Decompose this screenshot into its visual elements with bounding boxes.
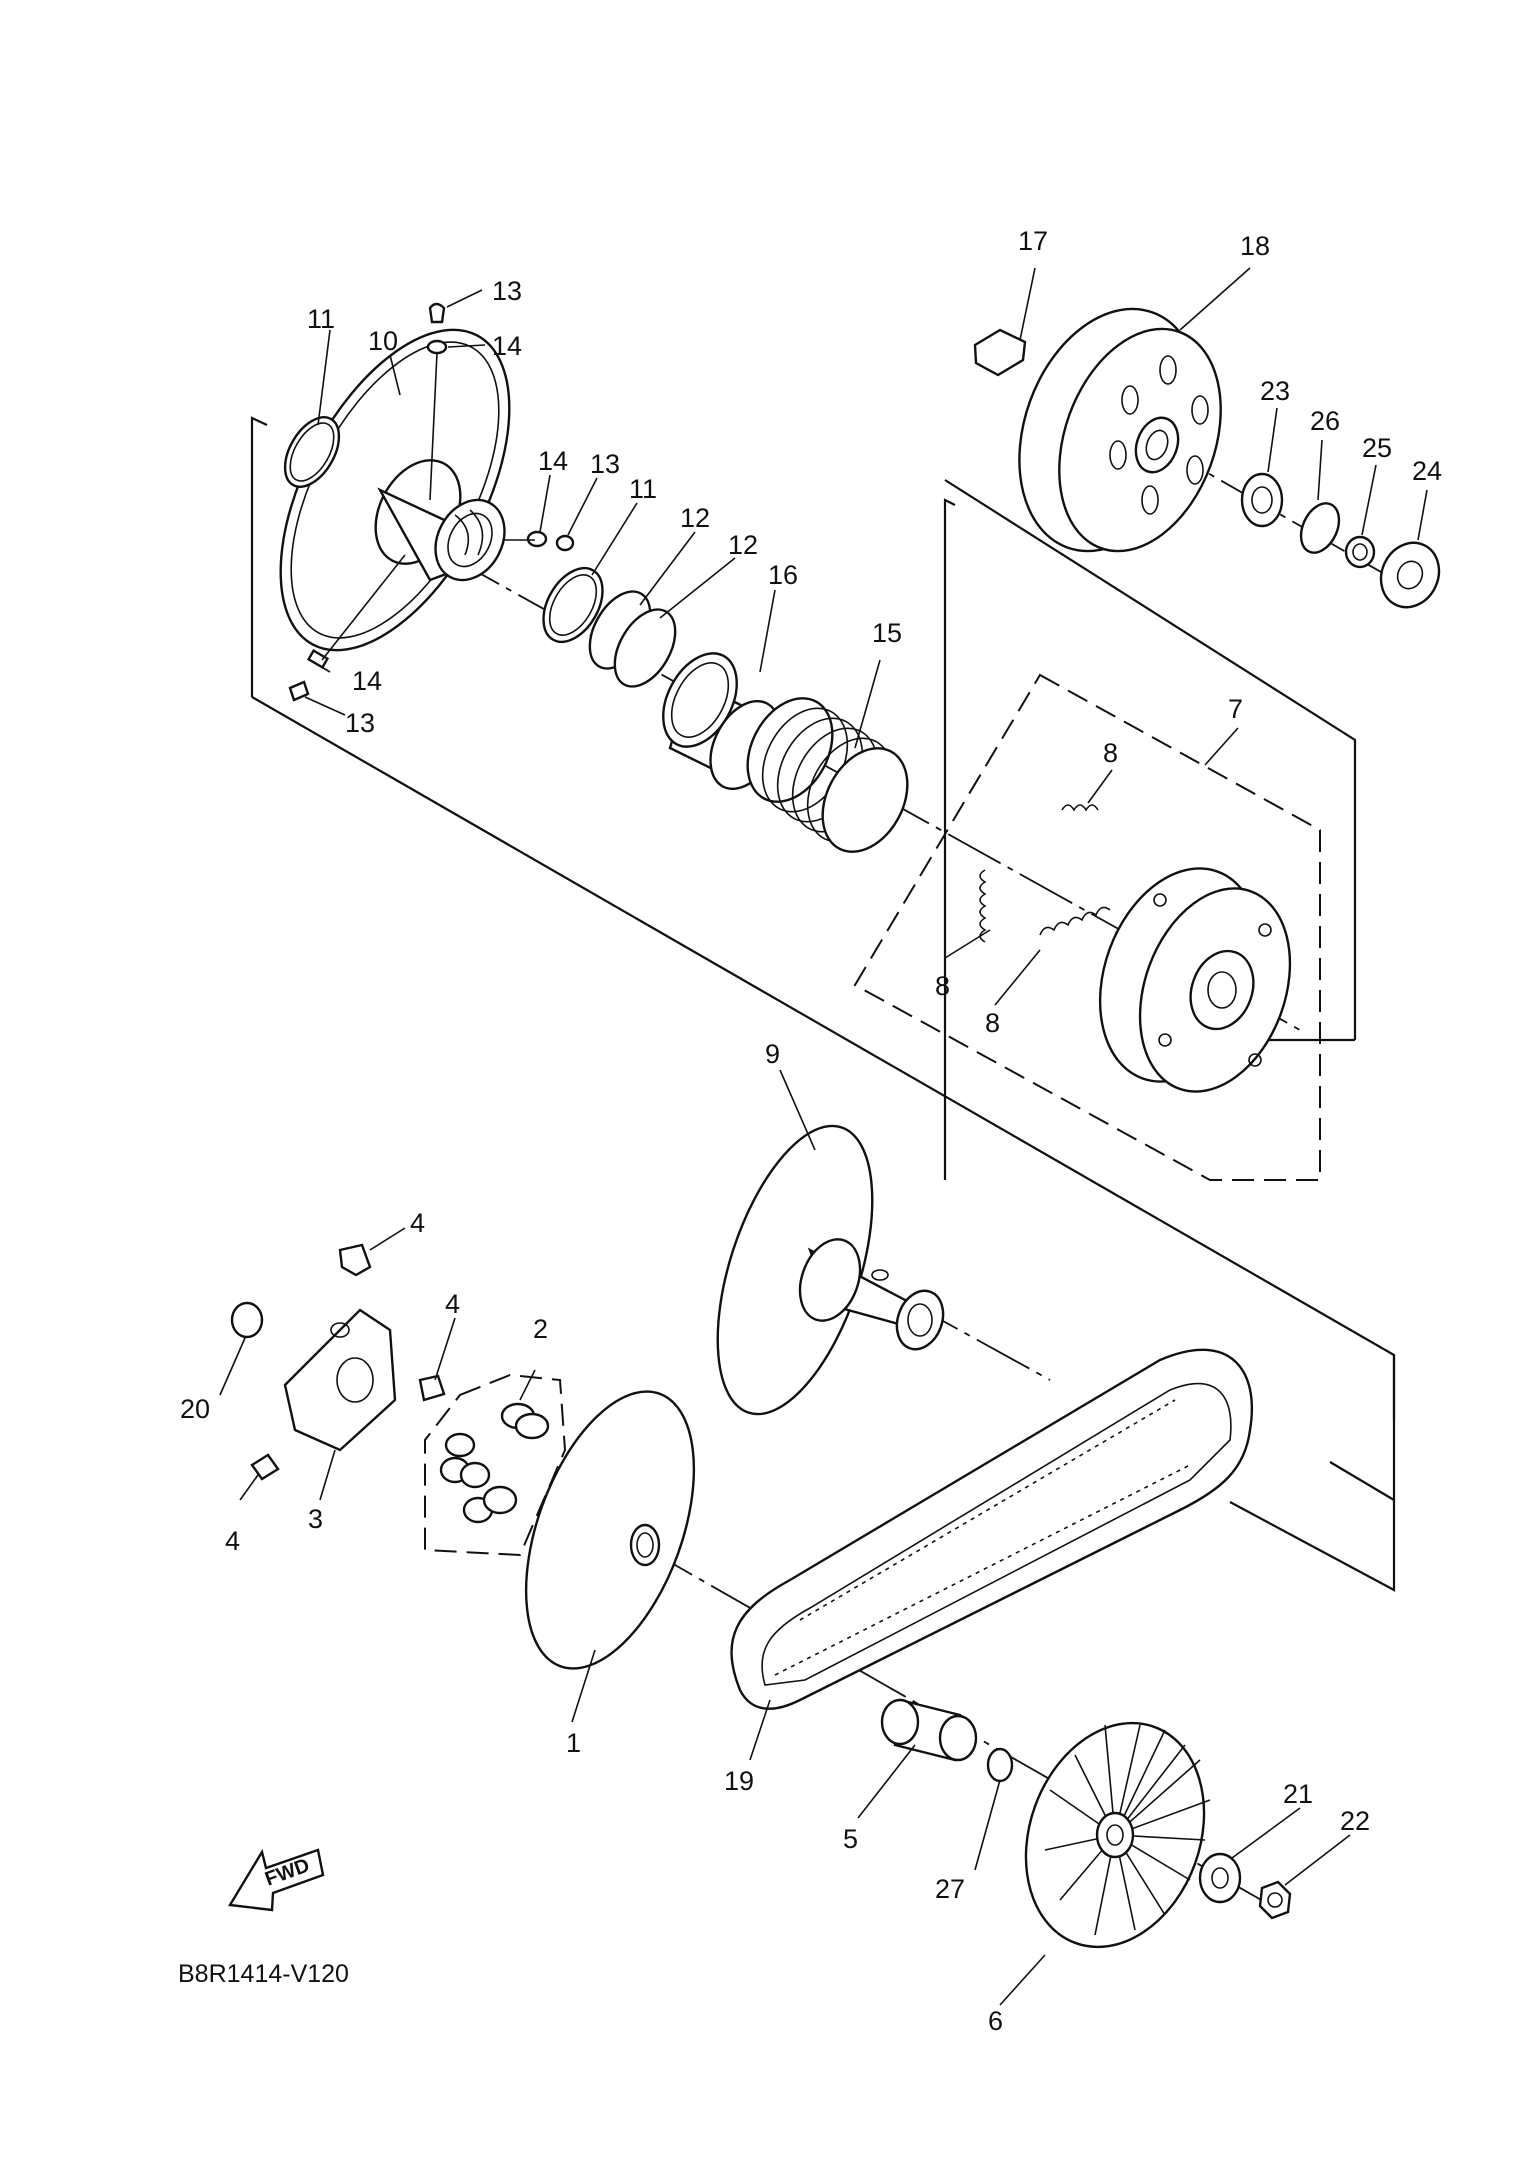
washer-27 xyxy=(986,1747,1014,1783)
callout-4: 4 xyxy=(410,1208,425,1238)
callout-13: 13 xyxy=(492,276,522,306)
callout-16: 16 xyxy=(768,560,798,590)
o-ring-11-right xyxy=(542,566,604,644)
v-belt-19 xyxy=(730,1348,1254,1710)
callout-22: 22 xyxy=(1340,1806,1370,1836)
callout-4: 4 xyxy=(445,1289,460,1319)
callout-12: 12 xyxy=(728,530,758,560)
secondary-sliding-sheave xyxy=(279,328,511,652)
callout-4: 4 xyxy=(225,1526,240,1556)
callout-14: 14 xyxy=(538,446,568,476)
callout-13: 13 xyxy=(345,708,375,738)
callout-8: 8 xyxy=(935,971,950,1001)
callout-14: 14 xyxy=(352,666,382,696)
callout-13: 13 xyxy=(590,449,620,479)
callout-8: 8 xyxy=(985,1008,1000,1038)
diagram-code: B8R1414-V120 xyxy=(178,1960,349,1988)
callout-leader-lines xyxy=(219,267,1428,2006)
callout-11: 11 xyxy=(307,304,335,334)
callout-2: 2 xyxy=(533,1314,548,1344)
callout-7: 7 xyxy=(1228,694,1243,724)
clutch-carrier-group-box xyxy=(853,673,1321,1181)
callout-15: 15 xyxy=(872,618,902,648)
clutch-springs-8 xyxy=(979,804,1111,943)
callout-18: 18 xyxy=(1240,231,1270,261)
callout-20: 20 xyxy=(180,1394,210,1424)
callout-24: 24 xyxy=(1412,456,1442,486)
slider-4-bottom xyxy=(250,1453,280,1481)
guide-pins-and-seals xyxy=(288,302,575,702)
slider-4-mid xyxy=(418,1374,446,1402)
callout-21: 21 xyxy=(1283,1779,1313,1809)
callout-5: 5 xyxy=(843,1824,858,1854)
nut-22 xyxy=(1258,1880,1292,1920)
callout-10: 10 xyxy=(368,326,398,356)
callout-11: 11 xyxy=(629,474,657,504)
compression-spring-15 xyxy=(746,697,909,853)
secondary-fixed-sheave-9 xyxy=(716,1124,945,1416)
o-ring-11-left xyxy=(283,416,341,488)
forward-direction-arrow: FWD xyxy=(228,1848,325,1912)
weight-rollers-2 xyxy=(439,1402,550,1524)
clutch-housing-18 xyxy=(973,307,1222,553)
callout-6: 6 xyxy=(988,2006,1003,2036)
clutch-carrier-7 xyxy=(1098,867,1292,1093)
slider-4-top xyxy=(338,1243,372,1277)
callout-labels: 11 10 13 14 14 13 11 12 12 16 15 17 18 2… xyxy=(180,226,1442,2036)
callout-1: 1 xyxy=(566,1728,581,1758)
circlip-20 xyxy=(230,1301,264,1339)
callout-3: 3 xyxy=(308,1504,323,1534)
o-ring-12b xyxy=(613,608,677,688)
callout-27: 27 xyxy=(935,1874,965,1904)
collar-5 xyxy=(880,1698,978,1762)
ramp-plate-3 xyxy=(283,1308,397,1452)
weight-roller-group-box xyxy=(424,1373,567,1557)
bearing-and-clip-stack xyxy=(1240,472,1441,609)
callout-9: 9 xyxy=(765,1039,780,1069)
callout-14: 14 xyxy=(492,331,522,361)
callout-8: 8 xyxy=(1103,738,1118,768)
primary-sliding-sheave-6 xyxy=(1024,1721,1211,1949)
callout-17: 17 xyxy=(1018,226,1048,256)
callout-12: 12 xyxy=(680,503,710,533)
callout-19: 19 xyxy=(724,1766,754,1796)
callout-25: 25 xyxy=(1362,433,1392,463)
washer-21 xyxy=(1198,1852,1242,1904)
callout-23: 23 xyxy=(1260,376,1290,406)
callout-26: 26 xyxy=(1310,406,1340,436)
